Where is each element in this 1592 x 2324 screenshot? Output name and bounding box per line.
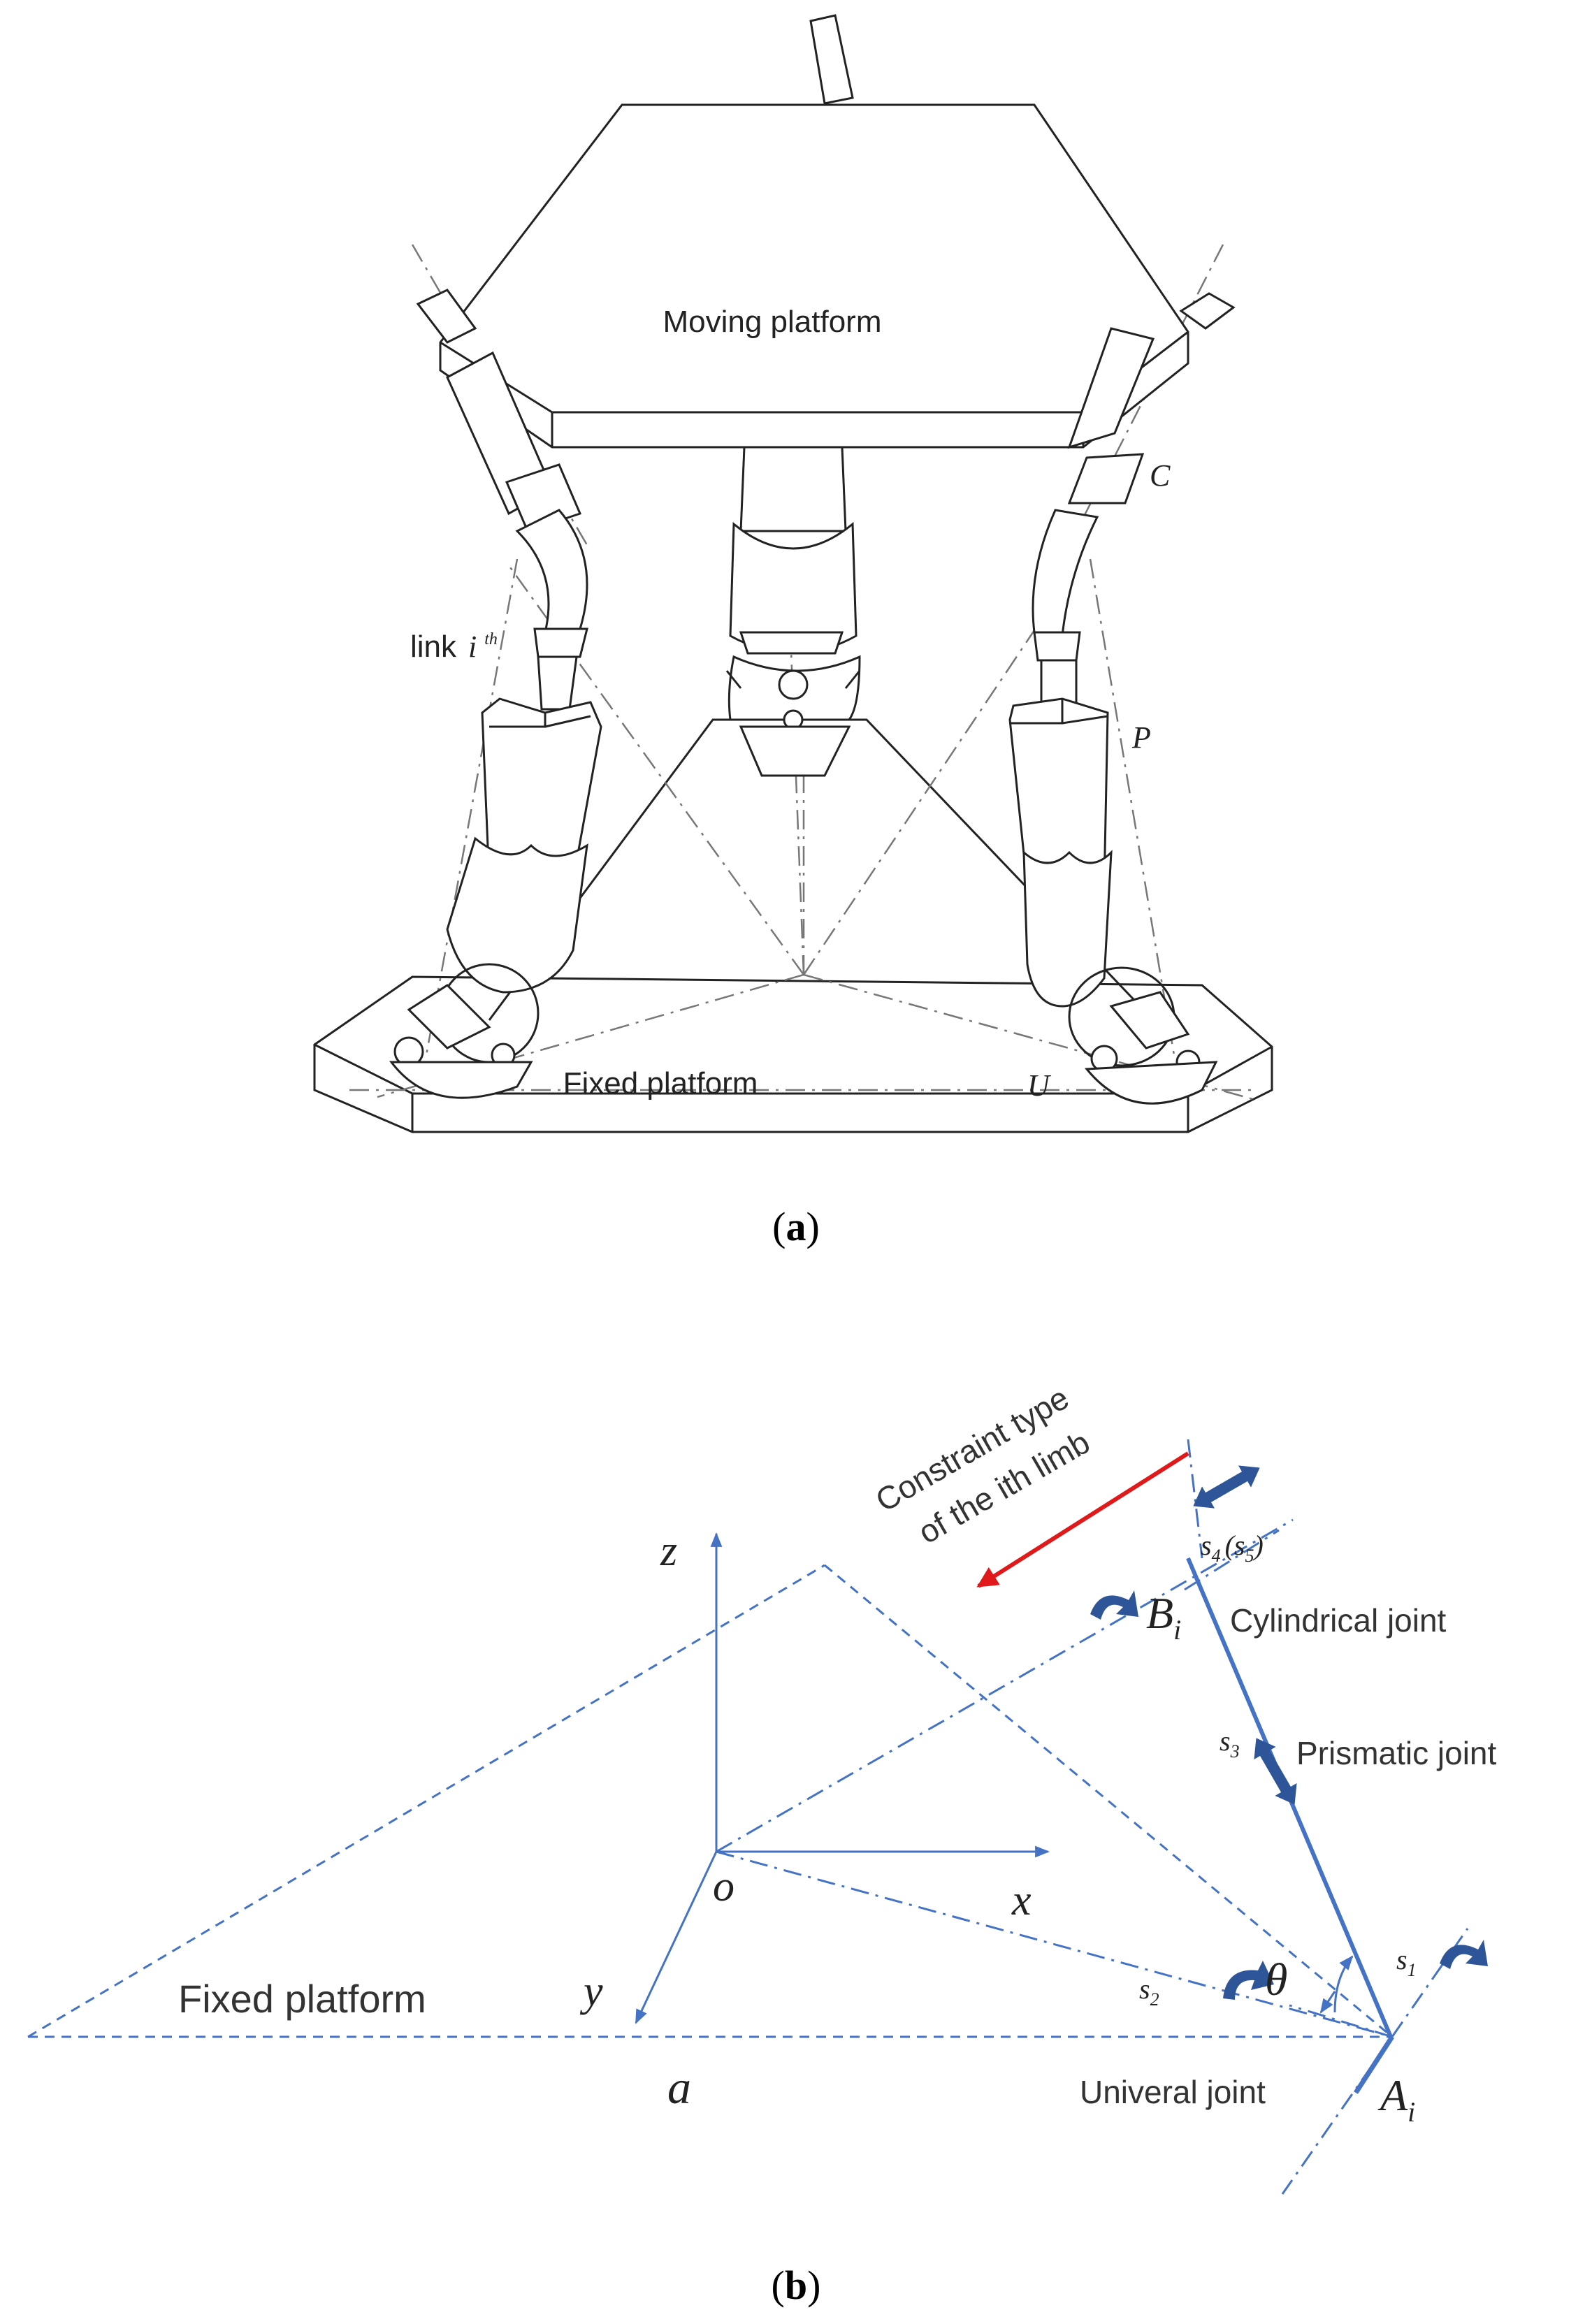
s2-label: s2 — [1139, 1973, 1159, 2010]
z-axis-label: z — [660, 1527, 677, 1575]
panel-a-mechanism-drawing — [313, 14, 1273, 1133]
rotation-arrow-icon-s2 — [1223, 1961, 1274, 2000]
fixed-platform-label-a: Fixed platform — [563, 1066, 758, 1101]
y-axis-label: y — [579, 1968, 603, 2015]
joint-u-label: U — [1027, 1068, 1052, 1103]
fixed-platform-drawing — [313, 975, 1273, 1133]
caption-a: (a) — [772, 1204, 820, 1249]
right-leg-drawing — [1008, 327, 1218, 1105]
top-shaft — [809, 14, 854, 105]
universal-joint-label: Univeral joint — [1080, 2074, 1266, 2110]
x-axis-label: x — [1011, 1877, 1032, 1924]
s1-label: s1 — [1396, 1944, 1417, 1980]
center-leg-drawing — [725, 446, 861, 777]
double-arrow-icon-s3 — [1254, 1738, 1297, 1805]
rotation-arrow-icon-b — [1090, 1590, 1138, 1620]
joint-c-label: C — [1150, 458, 1171, 493]
origin-label: o — [713, 1863, 735, 1910]
y-axis — [635, 1851, 718, 2024]
point-a-label: Ai — [1377, 2070, 1415, 2128]
point-b-label: Bi — [1146, 1588, 1181, 1646]
left-leg-drawing — [389, 351, 602, 1099]
a-label: a — [667, 2061, 691, 2114]
s4-s5-label: s4(s5) — [1201, 1530, 1264, 1566]
panel-b-kinematic-diagram — [27, 1439, 1488, 2195]
universal-joint-segment — [1354, 2035, 1394, 2094]
prismatic-joint-label: Prismatic joint — [1296, 1735, 1497, 1771]
cylindrical-joint-label: Cylindrical joint — [1230, 1602, 1447, 1639]
constraint-arrow — [976, 1451, 1189, 1588]
theta-angle-arc — [1333, 1955, 1354, 2013]
coordinate-axes — [635, 1532, 1050, 2024]
moving-platform-drawing — [439, 103, 1189, 449]
s3-label: s3 — [1220, 1725, 1240, 1762]
platform-triangle-dashed — [27, 1564, 1393, 2038]
joint-p-label: P — [1131, 720, 1151, 755]
double-arrow-icon-s4 — [1193, 1465, 1260, 1509]
rotation-arrow-icon-s1 — [1440, 1940, 1488, 1969]
link-label: link i th — [410, 630, 498, 664]
moving-platform-label: Moving platform — [663, 305, 881, 339]
caption-b: (b) — [772, 2263, 821, 2308]
fixed-platform-label-b: Fixed platform — [178, 1977, 426, 2021]
theta-label: θ — [1265, 1954, 1287, 2005]
